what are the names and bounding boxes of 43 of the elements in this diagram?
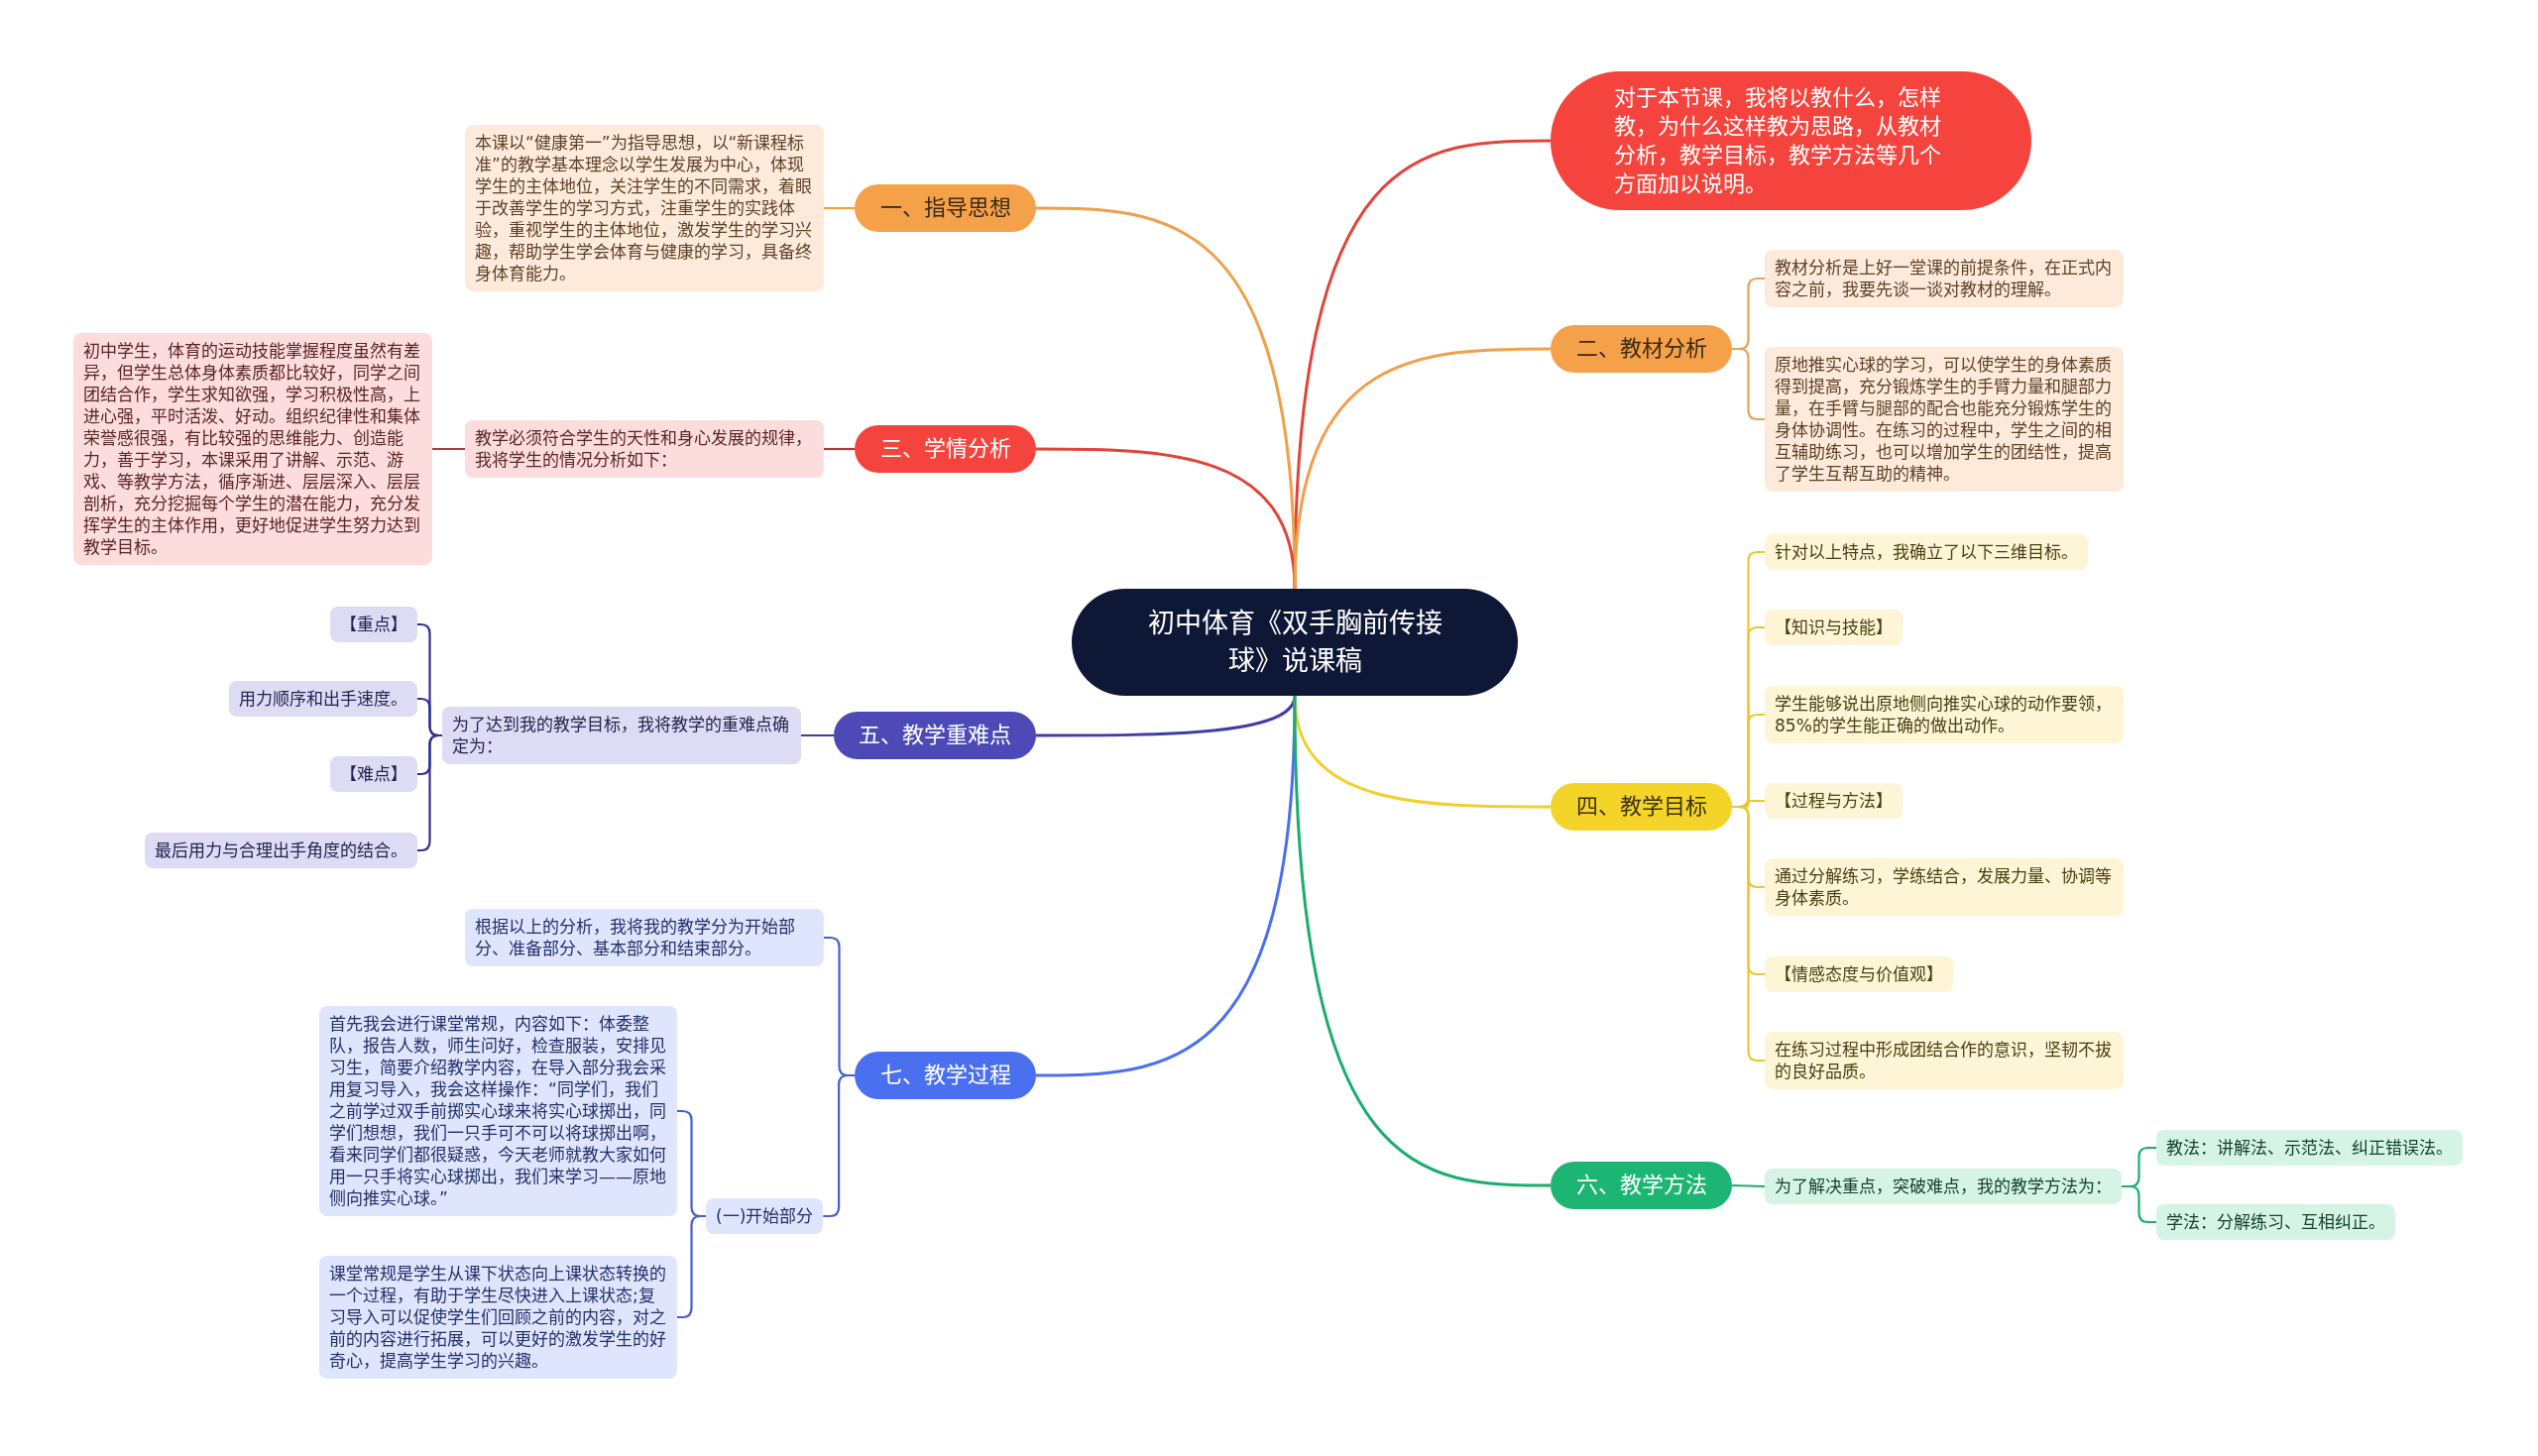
note-box: 在练习过程中形成团结合作的意识，坚韧不拔的良好品质。 — [1765, 1032, 2124, 1089]
connector-line — [801, 733, 834, 737]
note-box: 【重点】 — [330, 607, 417, 642]
note-box: 原地推实心球的学习，可以使学生的身体素质得到提高，充分锻炼学生的手臂力量和腿部力量，在手臂与腿部的配合也能充分锻炼学生的身体协调性。在练习的过程中，学生之间的相互辅助练习，也可以增加学生的团结性，提高了学生互帮互助的精神。 — [1765, 347, 2124, 492]
connector-line — [824, 206, 855, 210]
topic-pill: 六、教学方法 — [1551, 1162, 1732, 1209]
note-box: 学法：分解练习、互相纠正。 — [2156, 1204, 2395, 1240]
topic-pill: 四、教学目标 — [1551, 783, 1732, 831]
connector-line — [1293, 695, 1551, 1187]
topic-pill: 一、指导思想 — [855, 184, 1036, 232]
note-box: 教材分析是上好一堂课的前提条件，在正式内容之前，我要先谈一谈对教材的理解。 — [1765, 250, 2124, 307]
connector-line — [1293, 347, 1551, 590]
note-box: 教学必须符合学生的天性和身心发展的规律，我将学生的情况分析如下： — [465, 420, 824, 478]
connector-line — [432, 447, 465, 451]
topic-pill: 三、学情分析 — [855, 425, 1036, 473]
connector-line — [2122, 1184, 2156, 1224]
note-box: 【过程与方法】 — [1765, 783, 1903, 819]
note-box: 【情感态度与价值观】 — [1765, 956, 1953, 992]
connector-line — [824, 447, 855, 451]
note-box: 最后用力与合理出手角度的结合。 — [145, 833, 417, 868]
central-topic: 初中体育《双手胸前传接球》说课稿 — [1072, 589, 1518, 696]
note-box: 通过分解练习，学练结合，发展力量、协调等身体素质。 — [1765, 858, 2124, 916]
note-box: 用力顺序和出手速度。 — [229, 681, 417, 717]
note-bubble: 对于本节课，我将以教什么，怎样教，为什么这样教为思路，从教材分析，教学目标，教学方法等几个方面加以说明。 — [1551, 71, 2031, 210]
topic-pill: 五、教学重难点 — [834, 712, 1036, 759]
connector-line — [1731, 1183, 1766, 1188]
note-box: 针对以上特点，我确立了以下三维目标。 — [1765, 534, 2088, 570]
connector-line — [1036, 447, 1297, 590]
note-box: 为了达到我的教学目标，我将教学的重难点确定为： — [442, 707, 801, 764]
note-box: 【知识与技能】 — [1765, 610, 1903, 645]
note-box: 课堂常规是学生从课下状态向上课状态转换的一个过程，有助于学生尽快进入上课状态;复习导入可以促使学生们回顾之前的内容，对之前的内容进行拓展，可以更好的激发学生的好奇心，提高学生学习的兴趣。 — [319, 1256, 677, 1379]
note-box: 本课以“健康第一”为指导思想，以“新课程标准”的教学基本理念以学生发展为中心，体现学生的主体地位，关注学生的不同需求，着眼于改善学生的学习方式，注重学生的实践体验，重视学生的主体地位，激发学生的学习兴趣，帮助学生学会体育与健康的学习，具备终身体育能力。 — [465, 125, 824, 291]
note-box: 学生能够说出原地侧向推实心球的动作要领，85%的学生能正确的做出动作。 — [1765, 686, 2124, 743]
connector-line — [1036, 695, 1297, 1077]
note-box: 首先我会进行课堂常规，内容如下：体委整队，报告人数，师生问好，检查服装，安排见习生，简要介绍教学内容，在导入部分我会采用复习导入，我会这样操作：“同学们，我们之前学过双手前掷实心球来将实心球掷出，同学们想想，我们一只手可不可以将球掷出啊，看来同学们都很疑惑，今天老师就教大家如何用一只手将实心球掷出，我们来学习——原地侧向推实心球。” — [319, 1006, 677, 1216]
topic-pill: 二、教材分析 — [1551, 325, 1732, 373]
note-box: 教法：讲解法、示范法、纠正错误法。 — [2156, 1130, 2463, 1166]
note-box: 初中学生，体育的运动技能掌握程度虽然有差异，但学生总体身体素质都比较好，同学之间团结合作，学生求知欲强，学习积极性高，上进心强，平时活泼、好动。组织纪律性和集体荣誉感很强，有比较强的思维能力、创造能力，善于学习，本课采用了讲解、示范、游戏、等教学方法，循序渐进、层层深入、层层剖析，充分挖掘每个学生的潜在能力，充分发挥学生的主体作用，更好地促进学生努力达到教学目标。 — [73, 333, 432, 565]
note-box: (一)开始部分 — [706, 1198, 824, 1234]
note-box: 根据以上的分析，我将我的教学分为开始部分、准备部分、基本部分和结束部分。 — [465, 909, 824, 966]
note-box: 为了解决重点，突破难点，我的教学方法为： — [1765, 1169, 2122, 1204]
note-box: 【难点】 — [330, 756, 417, 792]
topic-pill: 七、教学过程 — [855, 1052, 1036, 1099]
